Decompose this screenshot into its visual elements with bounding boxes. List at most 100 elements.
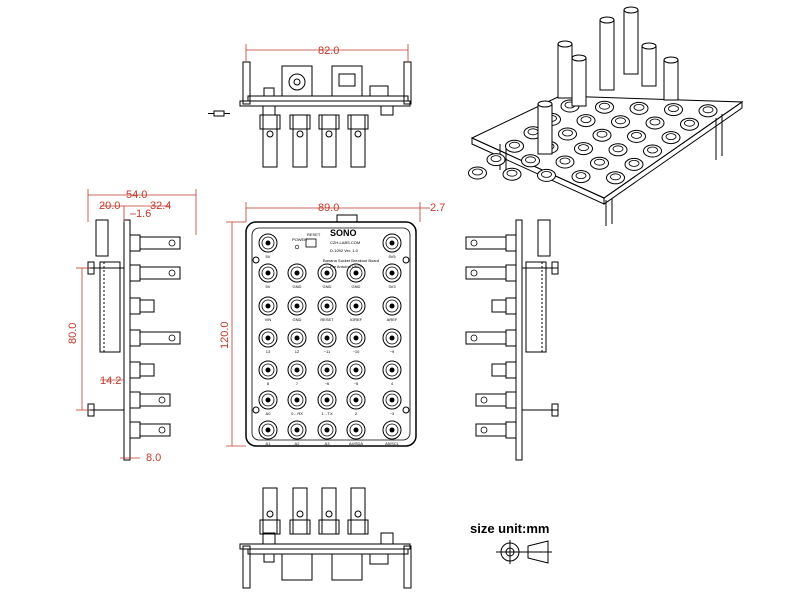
isometric-socket: [629, 101, 649, 115]
socket-label: 3V3: [388, 284, 396, 289]
plug-body: [491, 299, 507, 313]
plug-body: [475, 393, 507, 407]
isometric-socket: [505, 139, 524, 153]
isometric-socket: [537, 168, 556, 182]
banana-socket: [317, 328, 337, 348]
socket-nut: [505, 297, 517, 315]
model-text: D-1092 Ver. 1.0: [330, 248, 359, 253]
socket-label: 5V: [266, 254, 271, 259]
side-a-label: 20.0: [99, 200, 120, 212]
isometric-socket: [611, 115, 630, 129]
isometric-socket: [592, 128, 612, 142]
plug-hole: [158, 396, 166, 404]
socket-label: A0: [266, 411, 272, 416]
isometric-socket: [574, 142, 593, 156]
isometric-socket: [608, 143, 628, 157]
front-overhang-label: 2.7: [430, 202, 445, 214]
banana-socket: [382, 296, 402, 316]
socket-nut: [129, 421, 141, 439]
banana-socket: [258, 328, 278, 348]
isometric-socket: [590, 156, 609, 170]
socket-label: 13: [266, 349, 271, 354]
isometric-socket: [680, 117, 699, 131]
socket-label: VIN: [265, 317, 272, 322]
right-side-view: [515, 219, 559, 461]
socket-nut: [505, 264, 517, 282]
bottom-view: [239, 487, 412, 589]
socket-label: 8: [267, 381, 270, 386]
banana-socket: [382, 263, 402, 283]
banana-socket: [287, 420, 307, 440]
socket-nut: [129, 329, 141, 347]
banana-socket: [346, 296, 366, 316]
plug-body: [475, 423, 507, 437]
socket-label: ~5: [354, 381, 359, 386]
size-unit-label: size unit:mm: [470, 521, 549, 536]
banana-socket: [317, 263, 337, 283]
plug-hole: [480, 396, 488, 404]
socket-label: A1: [266, 441, 272, 446]
socket-label: 2: [355, 411, 358, 416]
socket-label: AREF: [387, 317, 398, 322]
isometric-socket: [664, 103, 683, 117]
side-total-label: 54.0: [126, 189, 147, 201]
isometric-tall-plugs: [537, 6, 679, 155]
plug-hole: [470, 239, 478, 247]
socket-nut: [505, 421, 517, 439]
isometric-view: [470, 95, 744, 226]
plug-hole: [470, 334, 478, 342]
side-e-label: 8.0: [146, 452, 161, 464]
projection-symbol-icon: [496, 540, 552, 564]
banana-socket: [382, 390, 402, 410]
power-label: POWER: [292, 237, 307, 242]
isometric-socket: [486, 153, 506, 167]
banana-socket: [258, 360, 278, 380]
socket-nut: [129, 391, 141, 409]
brand-logo-text: SONO: [330, 228, 357, 238]
reset-button: [305, 238, 317, 248]
isometric-socket: [576, 114, 596, 128]
plug-hole: [470, 269, 478, 277]
plug-hole: [480, 426, 488, 434]
plug-body: [465, 331, 507, 345]
socket-label: GND: [293, 284, 302, 289]
socket-label: ~9: [390, 349, 395, 354]
banana-socket: [317, 296, 337, 316]
front-view: [245, 214, 417, 447]
banana-socket: [346, 390, 366, 410]
banana-socket: [287, 360, 307, 380]
socket-nut: [505, 234, 517, 252]
side-b-label: 32.4: [150, 200, 171, 212]
socket-label: 1→TX: [321, 411, 333, 416]
plug-hole: [158, 426, 166, 434]
isometric-socket: [645, 116, 665, 130]
socket-nut: [129, 361, 141, 379]
board-title-line1: Banana Socket Breakout Board: [323, 258, 379, 263]
socket-label: ~3: [390, 411, 395, 416]
socket-nut: [505, 329, 517, 347]
isometric-socket: [661, 131, 681, 145]
banana-socket: [287, 296, 307, 316]
isometric-socket: [698, 104, 718, 118]
power-led: [294, 244, 300, 250]
plug-hole: [168, 269, 176, 277]
plug-body: [139, 236, 181, 250]
top-width-label: 82.0: [318, 45, 339, 57]
socket-label: 5V5: [388, 254, 396, 259]
banana-socket: [346, 420, 366, 440]
banana-socket: [258, 296, 278, 316]
isometric-socket: [468, 166, 487, 180]
banana-socket: [317, 390, 337, 410]
board-title-line2: For Arduino UNO: [330, 264, 361, 269]
side-height-label: 80.0: [67, 323, 79, 344]
socket-nut: [129, 264, 141, 282]
side-c-label: 1.6: [136, 208, 151, 220]
banana-socket: [317, 360, 337, 380]
side-d-label: 14.2: [100, 375, 121, 387]
reset-label: RESET: [307, 232, 321, 237]
front-width-label: 89.0: [318, 202, 339, 214]
socket-label: A2: [295, 441, 301, 446]
socket-label: 0←RX: [291, 411, 303, 416]
banana-socket: [346, 263, 366, 283]
